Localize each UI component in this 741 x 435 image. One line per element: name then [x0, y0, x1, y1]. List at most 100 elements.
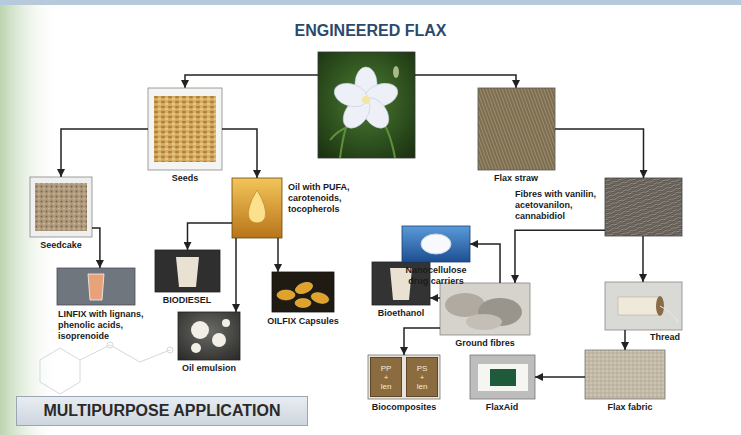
product-image-box: Flax fabric: [585, 350, 665, 399]
tile-text: PS + len: [414, 364, 430, 391]
product-image-box: Bioethanol: [372, 262, 430, 305]
flow-arrow: [624, 330, 626, 350]
product-image-box: Nanocellulose drug carriers: [402, 226, 470, 262]
flow-arrow: [535, 376, 585, 378]
photo-frame: [148, 88, 222, 170]
seed-pile: [154, 96, 216, 162]
product-image-box: Seeds: [148, 88, 222, 170]
caption-text: Seedcake: [40, 240, 82, 251]
thread-end: [660, 306, 678, 322]
oil: [232, 178, 282, 238]
photo-frame: [57, 268, 135, 305]
product-image-box: Oil with PUFA, carotenoids, tocopherols: [232, 178, 282, 238]
product-image-box: FlaxAid: [470, 355, 535, 399]
caption-text: Fibres with vanilin, acetovanilon, canna…: [515, 189, 603, 222]
capsule: [310, 291, 330, 305]
arrow-to-straw: [415, 75, 516, 88]
flow-arrow: [642, 236, 644, 282]
linfix-photo: [57, 268, 135, 305]
tile-text: PP + len: [378, 364, 394, 391]
photo-frame: [402, 226, 470, 262]
caption-text: FlaxAid: [486, 402, 519, 413]
thread-photo: [605, 282, 682, 330]
flower-center: [362, 96, 370, 104]
tablet: [421, 234, 451, 254]
gauze: [478, 364, 528, 391]
cup: [176, 257, 199, 287]
droplet: [191, 343, 201, 353]
product-image-box: Fibres with vanilin, acetovanilon, canna…: [605, 178, 682, 236]
banner-text: MULTIPURPOSE APPLICATION: [43, 402, 280, 420]
photo-frame: [155, 250, 220, 292]
biocomposites-photo: [368, 355, 440, 399]
oilfix-photo: [272, 272, 334, 312]
caption-text: Nanocellulose drug carriers: [401, 265, 471, 287]
molecule-decoration: [40, 342, 173, 394]
flow-arrow: [188, 223, 233, 250]
droplet: [191, 321, 209, 339]
product-image-box: Ground fibres: [440, 283, 530, 335]
droplet: [212, 333, 226, 347]
flow-arrow: [430, 297, 440, 299]
seeds-photo: [148, 88, 222, 170]
flow-arrow: [555, 129, 644, 178]
caption-text: Flax fabric: [607, 402, 652, 413]
material-tile: PP + len: [370, 357, 402, 397]
product-image-box: Seedcake: [30, 177, 92, 237]
product-image-box: PP + lenPS + lenBiocomposites: [368, 355, 440, 399]
product-image-box: BIODIESEL: [155, 250, 220, 292]
droplets: [191, 319, 230, 353]
fluff: [466, 314, 502, 330]
caption-text: Ground fibres: [455, 338, 515, 349]
caption-text: Thread: [650, 332, 680, 343]
nanocellulose-photo: [402, 226, 470, 262]
oil-drop: [248, 190, 265, 223]
caption-text: Oil emulsion: [182, 363, 236, 374]
product-image-box: LINFIX with lignans, phenolic acids, iso…: [57, 268, 135, 305]
spool: [618, 297, 660, 315]
capsule: [294, 280, 314, 296]
capsule: [277, 290, 295, 300]
glass: [88, 274, 104, 300]
caption-text: Oil with PUFA, carotenoids, tocopherols: [288, 182, 360, 215]
photo-frame: [318, 52, 415, 158]
flow-arrow: [61, 129, 148, 177]
bud: [393, 66, 399, 78]
material-tile: PS + len: [406, 357, 438, 397]
product-image-box: Flax straw: [478, 88, 555, 170]
fibres-photo: [605, 178, 682, 236]
product-image-box: Thread: [605, 282, 682, 330]
straw: [478, 88, 555, 170]
photo-frame: [272, 272, 334, 312]
straw-photo: [478, 88, 555, 170]
droplet: [222, 319, 230, 327]
flow-arrow: [92, 228, 100, 268]
seedcake: [35, 183, 87, 231]
flow-arrow: [515, 230, 605, 283]
diagram-title: ENGINEERED FLAX: [0, 21, 741, 41]
flow-arrow: [404, 328, 440, 355]
capsules: [277, 280, 330, 307]
atom: [167, 347, 173, 353]
ground-fibres-photo: [440, 283, 530, 335]
hexagon: [40, 348, 80, 394]
photo-frame: [605, 282, 682, 330]
banner-box: MULTIPURPOSE APPLICATION: [16, 396, 308, 426]
bond-lines: [80, 345, 170, 362]
fabric: [585, 350, 665, 399]
caption-text: Biocomposites: [372, 402, 437, 413]
photo-frame: [440, 283, 530, 335]
photo-frame: [178, 312, 240, 360]
caption-text: Flax straw: [494, 173, 538, 184]
product-image-box: Oil emulsion: [178, 312, 240, 360]
product-image-box: OILFIX Capsules: [272, 272, 334, 312]
photo-frame: [470, 355, 535, 399]
dressing-pad: [490, 369, 516, 386]
caption-text: Seeds: [172, 173, 199, 184]
fibres: [605, 178, 682, 236]
flow-arrow: [235, 238, 237, 312]
caption-text: Bioethanol: [378, 308, 425, 319]
biodiesel-photo: [155, 250, 220, 292]
